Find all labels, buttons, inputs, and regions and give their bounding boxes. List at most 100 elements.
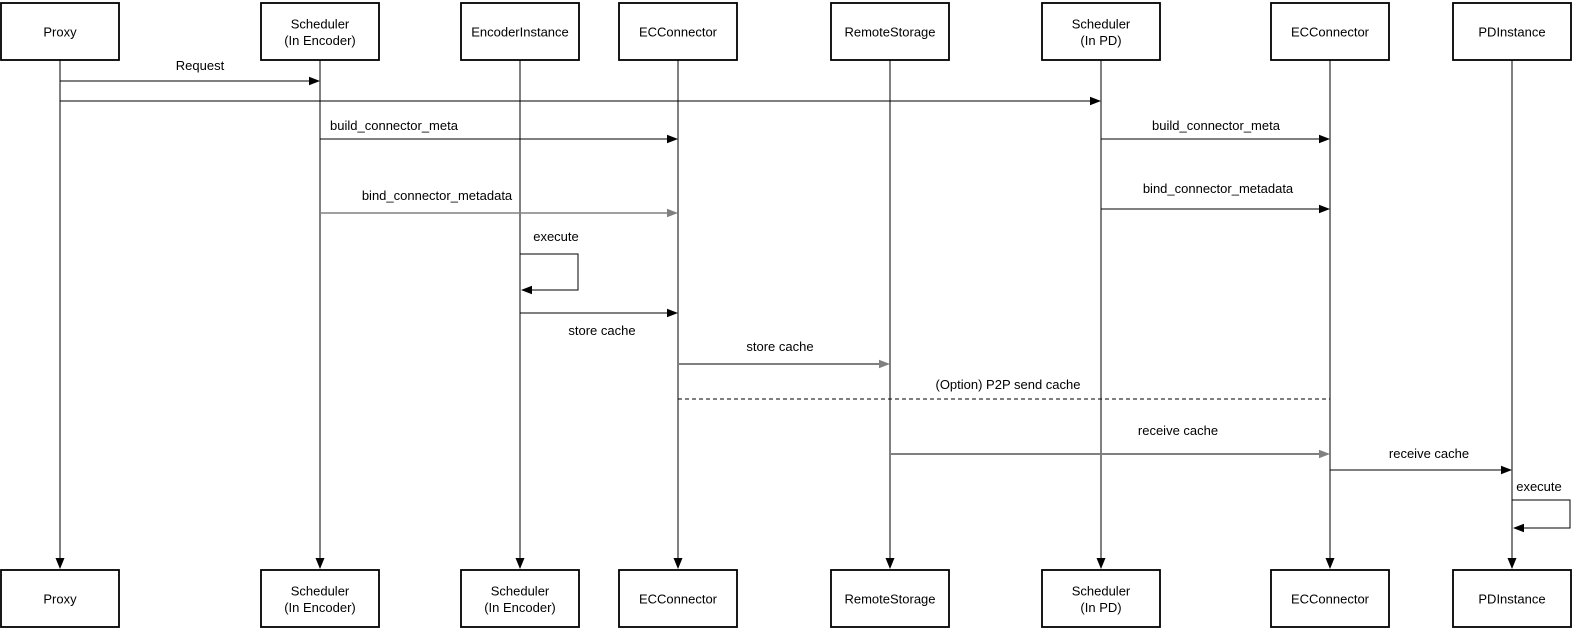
- message-label-build-connector-meta: build_connector_meta: [1152, 118, 1281, 133]
- lifeline-proxy: [55, 60, 65, 569]
- message-label-execute: execute: [1516, 479, 1562, 494]
- message-9-store-cache: store cache: [678, 339, 890, 369]
- lifeline-remote_storage: [885, 60, 895, 569]
- actor-label-line: (In PD): [1080, 600, 1121, 615]
- message-label-bind-connector-metadata: bind_connector_metadata: [362, 188, 513, 203]
- message-5-bind-connector-metadata: bind_connector_metadata: [320, 188, 678, 218]
- actor-top-proxy: Proxy: [0, 2, 120, 61]
- actor-bottom-ec_connector_encoder: ECConnector: [618, 569, 738, 628]
- actor-bottom-label-scheduler_pd: Scheduler(In PD): [1072, 584, 1131, 616]
- actor-bottom-box-encoder_instance: [460, 569, 580, 628]
- actor-top-ec_connector_pd: ECConnector: [1270, 2, 1390, 61]
- arrowhead-right-icon: [1501, 465, 1512, 475]
- arrowhead-right-icon: [1319, 134, 1330, 144]
- message-label-receive-cache: receive cache: [1138, 423, 1218, 438]
- actor-bottom-ec_connector_pd: ECConnector: [1270, 569, 1390, 628]
- arrowhead-right-icon: [1090, 96, 1101, 106]
- actor-top-ec_connector_encoder: ECConnector: [618, 2, 738, 61]
- arrowhead-left-icon: [1513, 523, 1524, 533]
- arrowhead-down-icon: [1325, 558, 1335, 569]
- arrowhead-right-icon: [667, 208, 678, 218]
- actor-top-pd_instance: PDInstance: [1452, 2, 1572, 61]
- actor-label-line: Proxy: [43, 25, 77, 40]
- actor-top-box-encoder_instance: [460, 2, 580, 61]
- arrowhead-right-icon: [309, 76, 320, 86]
- actor-top-remote_storage: RemoteStorage: [830, 2, 950, 61]
- message-label-execute: execute: [533, 229, 579, 244]
- actor-label-line: (In Encoder): [484, 600, 556, 615]
- actor-top-label-ec_connector_encoder: ECConnector: [639, 25, 718, 40]
- actor-label-line: PDInstance: [1478, 592, 1545, 607]
- arrowhead-down-icon: [1507, 558, 1517, 569]
- actor-bottom-pd_instance: PDInstance: [1452, 569, 1572, 628]
- lifeline-scheduler_encoder: [315, 60, 325, 569]
- message-7-execute: execute: [520, 229, 579, 295]
- actor-label-line: Scheduler: [1072, 584, 1131, 599]
- actor-label-line: RemoteStorage: [844, 25, 935, 40]
- message-2-unlabeled: [60, 96, 1101, 106]
- actor-bottom-label-encoder_instance: Scheduler(In Encoder): [484, 584, 556, 616]
- arrowhead-down-icon: [315, 558, 325, 569]
- actor-bottom-scheduler_pd: Scheduler(In PD): [1041, 569, 1161, 628]
- lifeline-pd_instance: [1507, 60, 1517, 569]
- actor-bottom-box-scheduler_encoder: [260, 569, 380, 628]
- lifeline-ec_connector_encoder: [673, 60, 683, 569]
- actor-top-box-proxy: [0, 2, 120, 61]
- actor-top-box-pd_instance: [1452, 2, 1572, 61]
- actor-top-scheduler_encoder: Scheduler(In Encoder): [260, 2, 380, 61]
- actor-bottom-scheduler_encoder: Scheduler(In Encoder): [260, 569, 380, 628]
- actor-bottom-label-pd_instance: PDInstance: [1478, 592, 1545, 607]
- actor-bottom-label-ec_connector_encoder: ECConnector: [639, 592, 718, 607]
- message-3-build-connector-meta: build_connector_meta: [320, 118, 678, 144]
- message-label-option-p2p-send-cache: (Option) P2P send cache: [935, 377, 1080, 392]
- actor-label-line: ECConnector: [639, 25, 718, 40]
- actor-bottom-encoder_instance: Scheduler(In Encoder): [460, 569, 580, 628]
- message-label-store-cache: store cache: [746, 339, 813, 354]
- actor-label-line: (In Encoder): [284, 600, 356, 615]
- actor-top-box-scheduler_encoder: [260, 2, 380, 61]
- arrowhead-right-icon: [1319, 449, 1330, 459]
- actor-top-box-ec_connector_pd: [1270, 2, 1390, 61]
- actor-top-label-scheduler_encoder: Scheduler(In Encoder): [284, 17, 356, 49]
- message-label-build-connector-meta: build_connector_meta: [330, 118, 459, 133]
- actor-top-box-ec_connector_encoder: [618, 2, 738, 61]
- actor-label-line: Scheduler: [291, 17, 350, 32]
- arrowhead-right-icon: [879, 359, 890, 369]
- arrowhead-right-icon: [667, 308, 678, 318]
- message-1-request: Request: [60, 58, 320, 86]
- actor-bottom-label-scheduler_encoder: Scheduler(In Encoder): [284, 584, 356, 616]
- arrowhead-left-icon: [521, 285, 532, 295]
- message-6-bind-connector-metadata: bind_connector_metadata: [1101, 181, 1330, 214]
- actor-top-scheduler_pd: Scheduler(In PD): [1041, 2, 1161, 61]
- message-8-store-cache: store cache: [520, 308, 678, 338]
- lifeline-ec_connector_pd: [1325, 60, 1335, 569]
- self-message-line: [1512, 499, 1571, 529]
- arrowhead-down-icon: [1096, 558, 1106, 569]
- actor-bottom-box-scheduler_pd: [1041, 569, 1161, 628]
- actor-bottom-box-proxy: [0, 569, 120, 628]
- message-11-receive-cache: receive cache: [890, 423, 1330, 459]
- actor-label-line: PDInstance: [1478, 25, 1545, 40]
- actor-label-line: ECConnector: [1291, 25, 1370, 40]
- actor-bottom-box-remote_storage: [830, 569, 950, 628]
- actor-top-label-ec_connector_pd: ECConnector: [1291, 25, 1370, 40]
- actor-top-label-encoder_instance: EncoderInstance: [471, 25, 569, 40]
- actor-label-line: EncoderInstance: [471, 25, 569, 40]
- actor-bottom-box-pd_instance: [1452, 569, 1572, 628]
- arrowhead-down-icon: [55, 558, 65, 569]
- actor-label-line: ECConnector: [1291, 592, 1370, 607]
- actor-top-label-pd_instance: PDInstance: [1478, 25, 1545, 40]
- actor-label-line: Proxy: [43, 592, 77, 607]
- actor-top-box-scheduler_pd: [1041, 2, 1161, 61]
- message-label-receive-cache: receive cache: [1389, 446, 1469, 461]
- arrowhead-down-icon: [515, 558, 525, 569]
- actor-label-line: ECConnector: [639, 592, 718, 607]
- message-13-execute: execute: [1512, 479, 1571, 533]
- actor-bottom-label-proxy: Proxy: [43, 592, 77, 607]
- arrowhead-down-icon: [673, 558, 683, 569]
- actor-top-encoder_instance: EncoderInstance: [460, 2, 580, 61]
- message-12-receive-cache: receive cache: [1330, 446, 1512, 475]
- message-label-request: Request: [176, 58, 225, 73]
- actor-bottom-label-ec_connector_pd: ECConnector: [1291, 592, 1370, 607]
